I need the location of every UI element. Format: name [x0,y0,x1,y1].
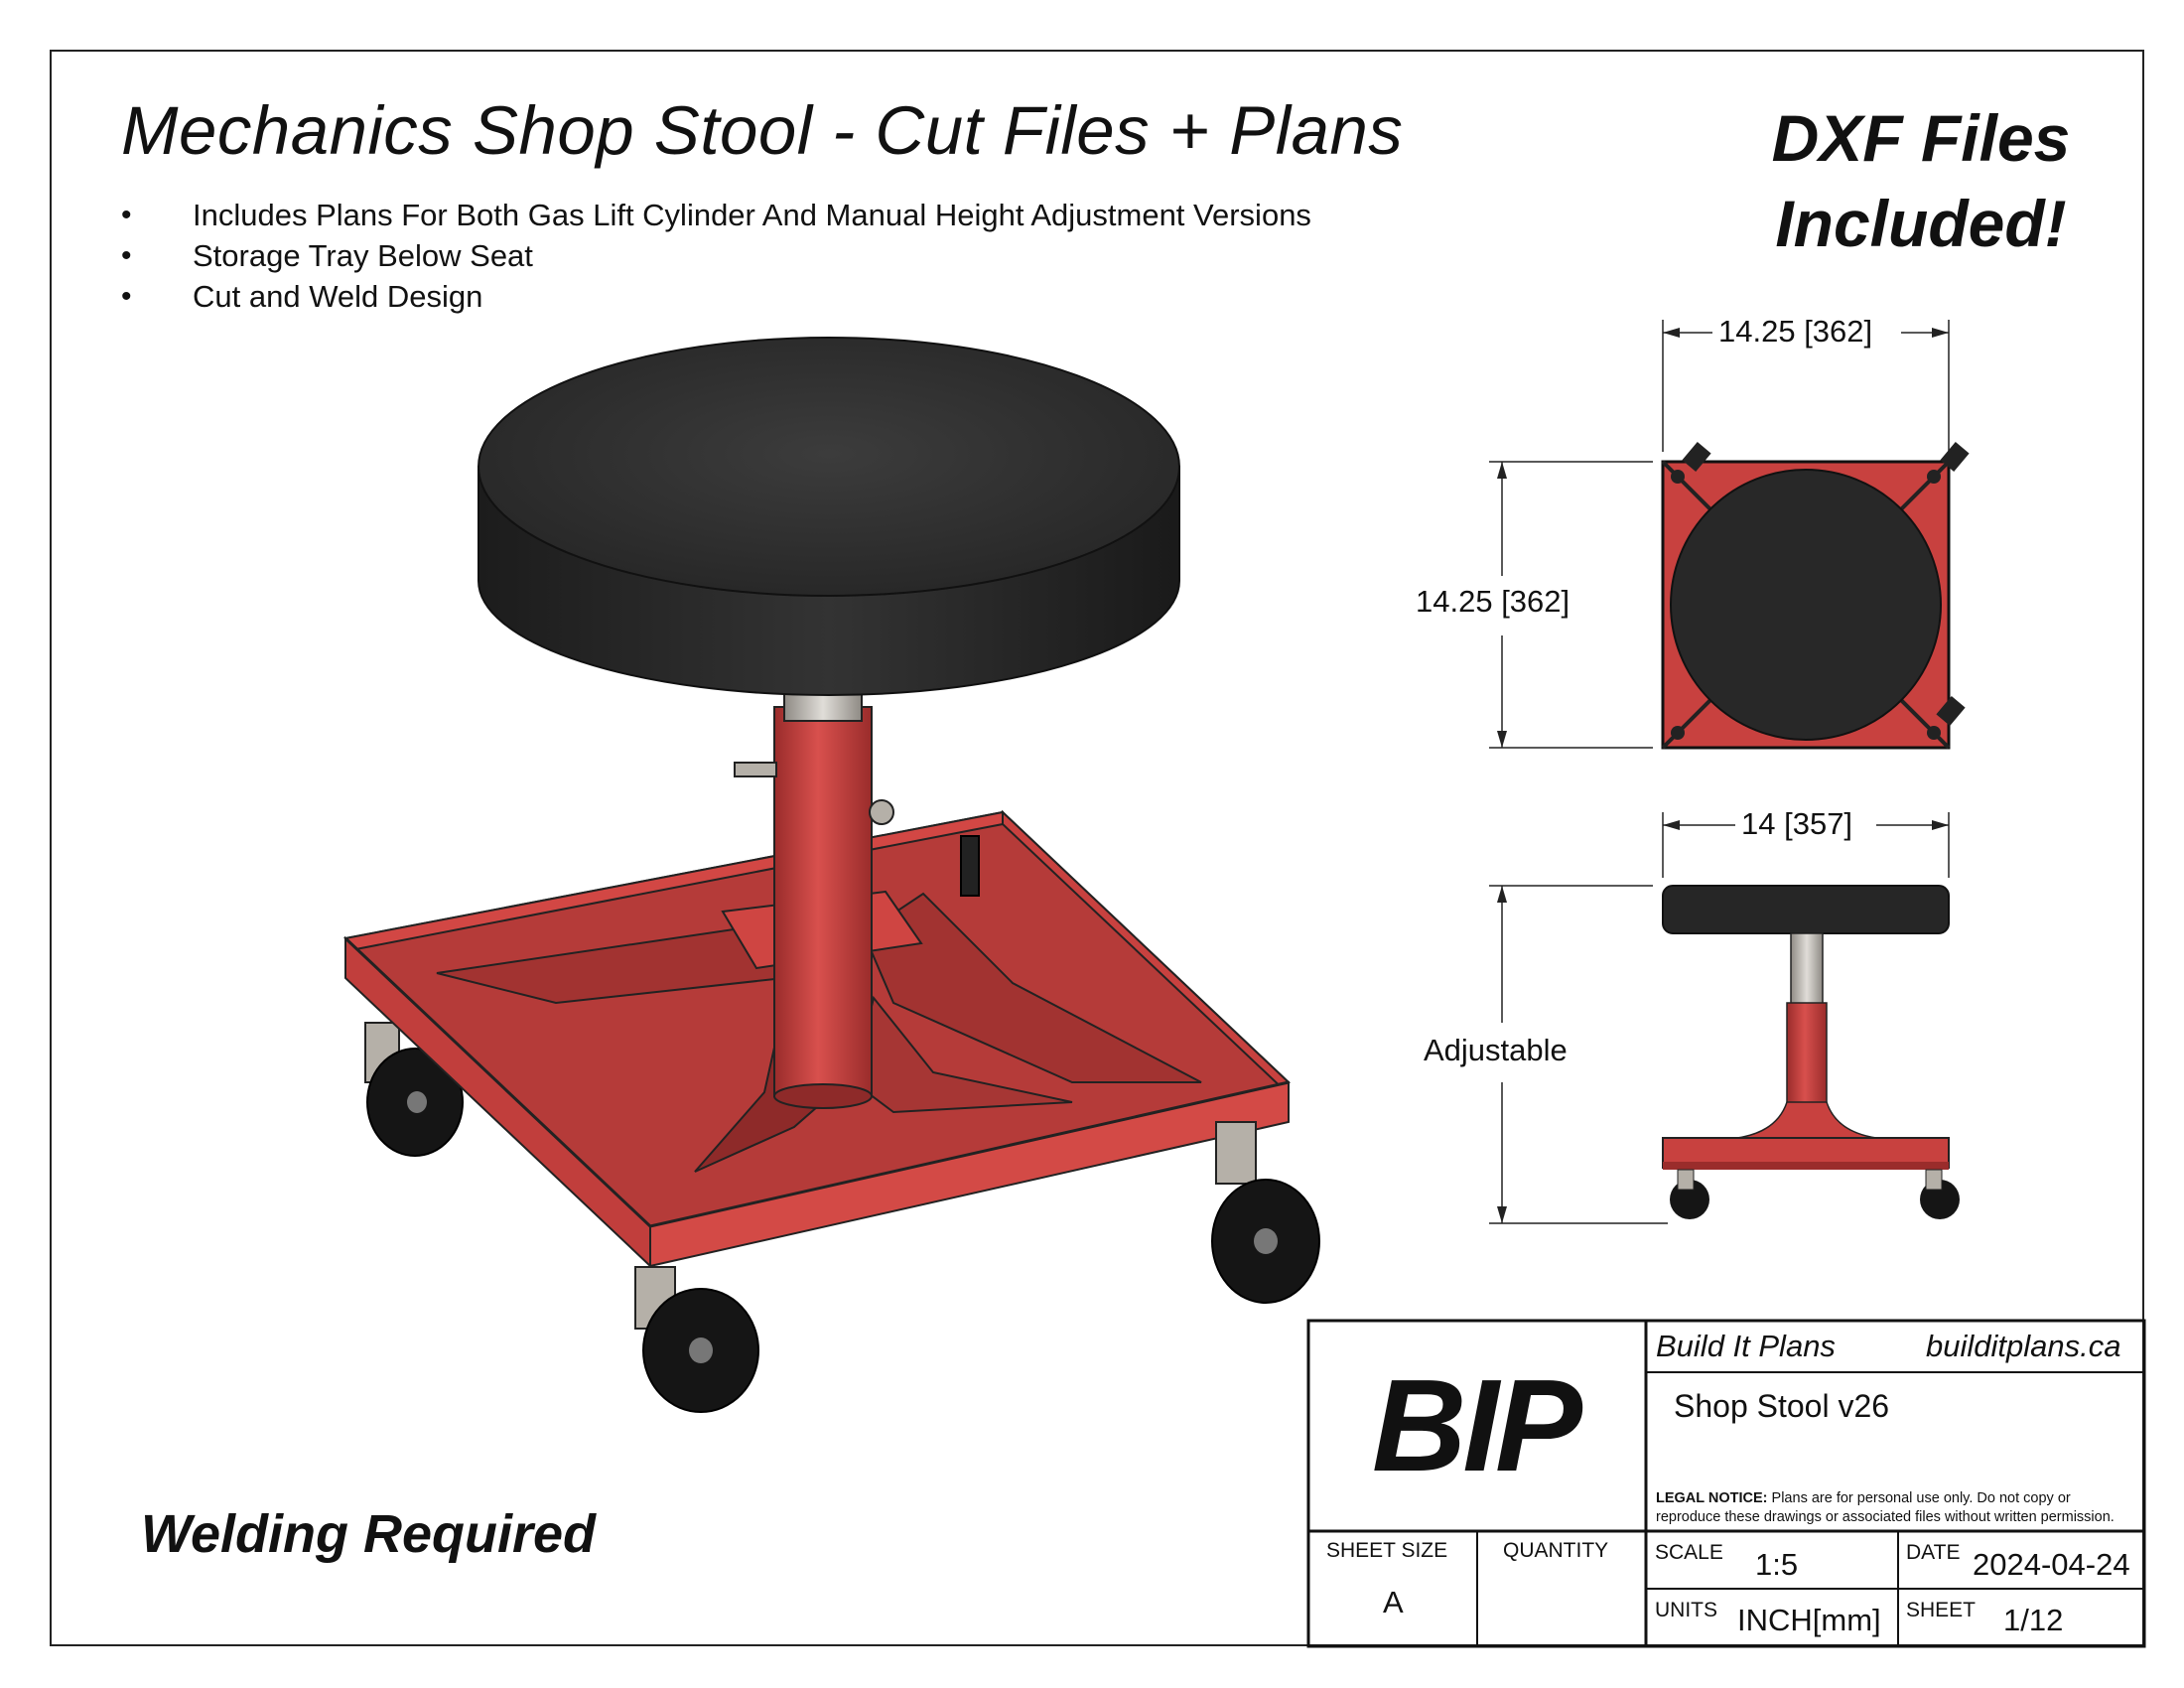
caster-front-right [1211,1121,1320,1304]
units-label: UNITS [1655,1599,1717,1621]
date-label: DATE [1906,1541,1961,1564]
legal-notice: LEGAL NOTICE: Plans are for personal use… [1656,1489,2134,1527]
feature-item: Cut and Weld Design [117,276,1311,317]
caster-front-left [634,1266,759,1413]
units-value: INCH[mm] [1737,1603,1881,1637]
top-view-width-dimension: 14.25 [362] [1718,314,1873,349]
welding-required-note: Welding Required [141,1504,597,1564]
feature-list: Includes Plans For Both Gas Lift Cylinde… [117,195,1311,317]
legal-notice-text: Plans are for personal use only. Do not … [1656,1490,2115,1525]
feature-item: Includes Plans For Both Gas Lift Cylinde… [117,195,1311,235]
sheet-label: SHEET [1906,1599,1977,1621]
front-view-width-dimension: 14 [357] [1741,806,1853,841]
front-view-height-dimension: Adjustable [1424,1033,1568,1067]
drawing-border [50,50,2144,1646]
dxf-callout: DXF Files Included! [1703,95,2139,266]
scale-label: SCALE [1655,1541,1723,1564]
top-view-height-dimension: 14.25 [362] [1416,584,1570,619]
date-value: 2024-04-24 [1973,1547,2130,1582]
quantity-label: QUANTITY [1503,1539,1609,1562]
scale-value: 1:5 [1755,1547,1799,1582]
stool-isometric-view [342,337,1320,1413]
company-logo: BIP [1371,1352,1582,1498]
sheet-size-value: A [1383,1585,1404,1619]
stool-seat [478,337,1180,696]
page-title: Mechanics Shop Stool - Cut Files + Plans [121,92,1404,169]
legal-notice-label: LEGAL NOTICE: [1656,1490,1768,1506]
company-website: builditplans.ca [1926,1329,2121,1363]
sheet-size-label: SHEET SIZE [1326,1539,1448,1562]
top-view [1489,320,1970,750]
dxf-line-2: Included! [1775,187,2067,260]
company-name: Build It Plans [1656,1329,1836,1363]
caster-back-left [364,1022,464,1157]
title-block-grid [1306,1319,2146,1648]
sheet-number-value: 1/12 [2003,1603,2064,1637]
dxf-line-1: DXF Files [1771,101,2071,175]
feature-item: Storage Tray Below Seat [117,235,1311,276]
drawing-title: Shop Stool v26 [1674,1388,1890,1424]
front-view [1489,812,1960,1224]
